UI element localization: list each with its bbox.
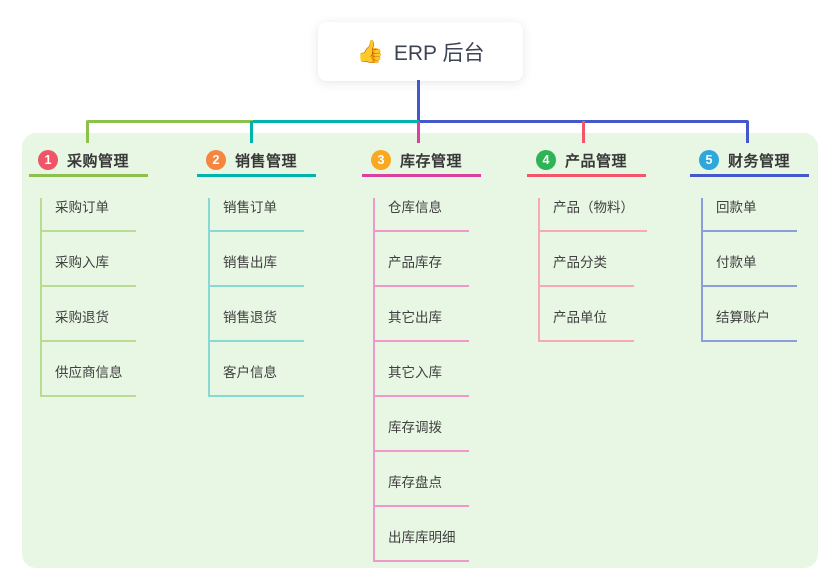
branch-children: 回款单付款单结算账户 [701, 198, 809, 342]
branch-number-badge: 3 [371, 150, 391, 170]
root-label: ERP 后台 [393, 41, 485, 65]
branch-label: 库存管理 [400, 152, 463, 170]
branch-trunk-line [208, 198, 210, 397]
branch-trunk-line [538, 198, 540, 342]
branch-children: 产品（物料） 产品分类产品单位 [538, 198, 647, 342]
drop-line-purchase [86, 121, 89, 143]
branch-label: 财务管理 [728, 152, 791, 170]
child-node[interactable]: 销售退货 [208, 308, 304, 342]
thumbs-up-icon: 👍 [356, 38, 384, 64]
child-label: 出库库明细 [388, 530, 456, 545]
drop-line-product [582, 121, 585, 143]
child-label: 销售退货 [223, 310, 277, 325]
child-label: 客户信息 [223, 365, 277, 380]
root-node[interactable]: 👍 ERP 后台 [318, 22, 523, 81]
branch-header[interactable]: 3 库存管理 [362, 146, 481, 177]
bus-segment-green [86, 120, 253, 123]
child-node[interactable]: 产品单位 [538, 308, 634, 342]
child-label: 采购入库 [55, 255, 109, 270]
branch-header[interactable]: 2 销售管理 [197, 146, 316, 177]
branch-column-inventory: 3 库存管理 仓库信息产品库存其它出库其它入库库存调拨库存盘点出库库明细 [362, 146, 481, 562]
child-label: 库存调拨 [388, 420, 442, 435]
branch-children: 销售订单销售出库销售退货客户信息 [208, 198, 316, 397]
child-label: 仓库信息 [388, 200, 442, 215]
child-node[interactable]: 仓库信息 [373, 198, 469, 232]
child-node[interactable]: 回款单 [701, 198, 797, 232]
branch-number-badge: 2 [206, 150, 226, 170]
child-node[interactable]: 销售订单 [208, 198, 304, 232]
child-node[interactable]: 库存调拨 [373, 418, 469, 452]
child-node[interactable]: 销售出库 [208, 253, 304, 287]
branch-column-purchase: 1 采购管理 采购订单采购入库采购退货供应商信息 [29, 146, 148, 397]
child-node[interactable]: 产品分类 [538, 253, 634, 287]
branch-number-badge: 4 [536, 150, 556, 170]
child-node[interactable]: 产品库存 [373, 253, 469, 287]
child-node[interactable]: 供应商信息 [40, 363, 136, 397]
branch-trunk-line [701, 198, 703, 342]
child-label: 付款单 [716, 255, 757, 270]
child-label: 产品分类 [553, 255, 607, 270]
child-label: 库存盘点 [388, 475, 442, 490]
branch-label: 销售管理 [235, 152, 298, 170]
bus-segment-teal [253, 120, 419, 123]
branch-trunk-line [373, 198, 375, 562]
branch-children: 仓库信息产品库存其它出库其它入库库存调拨库存盘点出库库明细 [373, 198, 481, 562]
child-label: 产品（物料） [553, 200, 634, 215]
branch-column-finance: 5 财务管理 回款单付款单结算账户 [690, 146, 809, 342]
child-node[interactable]: 采购退货 [40, 308, 136, 342]
root-stem-line [417, 80, 420, 121]
branch-header[interactable]: 1 采购管理 [29, 146, 148, 177]
branch-header[interactable]: 4 产品管理 [527, 146, 646, 177]
child-label: 产品库存 [388, 255, 442, 270]
child-node[interactable]: 其它入库 [373, 363, 469, 397]
branch-label: 产品管理 [565, 152, 628, 170]
child-label: 产品单位 [553, 310, 607, 325]
child-label: 结算账户 [716, 310, 770, 325]
child-node[interactable]: 其它出库 [373, 308, 469, 342]
child-label: 采购退货 [55, 310, 109, 325]
branch-number-badge: 1 [38, 150, 58, 170]
branches-panel [22, 133, 818, 568]
child-node[interactable]: 出库库明细 [373, 528, 469, 562]
child-node[interactable]: 付款单 [701, 253, 797, 287]
child-node[interactable]: 库存盘点 [373, 473, 469, 507]
child-label: 销售出库 [223, 255, 277, 270]
branch-column-product: 4 产品管理 产品（物料） 产品分类产品单位 [527, 146, 647, 342]
child-node[interactable]: 采购订单 [40, 198, 136, 232]
drop-line-sales [250, 121, 253, 143]
child-node[interactable]: 客户信息 [208, 363, 304, 397]
branch-column-sales: 2 销售管理 销售订单销售出库销售退货客户信息 [197, 146, 316, 397]
branch-number-badge: 5 [699, 150, 719, 170]
child-node[interactable]: 结算账户 [701, 308, 797, 342]
branch-trunk-line [40, 198, 42, 397]
child-node[interactable]: 采购入库 [40, 253, 136, 287]
branch-header[interactable]: 5 财务管理 [690, 146, 809, 177]
branch-children: 采购订单采购入库采购退货供应商信息 [40, 198, 148, 397]
child-label: 其它入库 [388, 365, 442, 380]
drop-line-inventory [417, 121, 420, 143]
branch-label: 采购管理 [67, 152, 130, 170]
child-node[interactable]: 产品（物料） [538, 198, 647, 232]
child-label: 回款单 [716, 200, 757, 215]
drop-line-finance [746, 121, 749, 143]
child-label: 销售订单 [223, 200, 277, 215]
child-label: 供应商信息 [55, 365, 123, 380]
child-label: 其它出库 [388, 310, 442, 325]
child-label: 采购订单 [55, 200, 109, 215]
